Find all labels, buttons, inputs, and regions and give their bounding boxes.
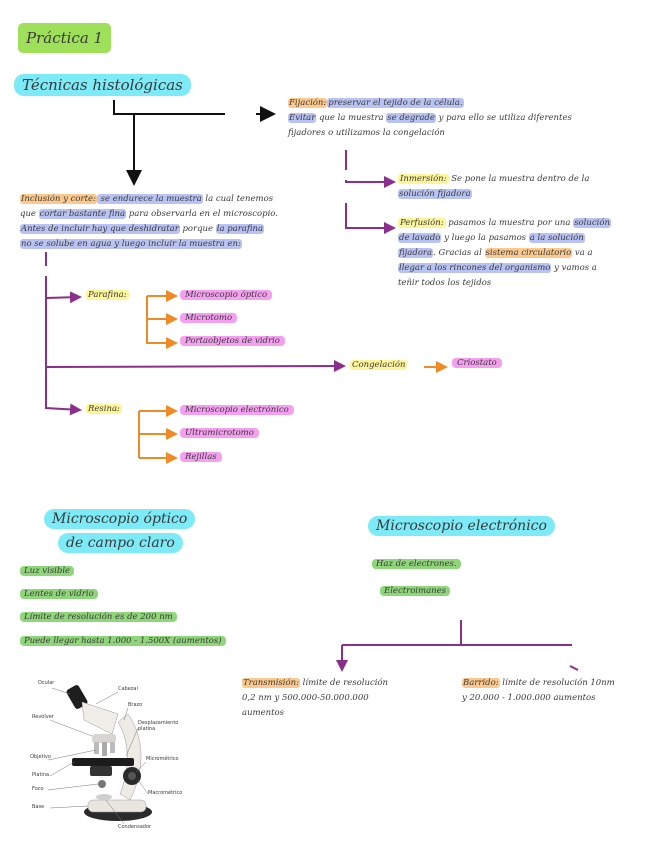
- label-cabezal: Cabezal: [118, 686, 138, 692]
- optico-item: Puede llegar hasta 1.000 - 1.500X (aumen…: [20, 634, 226, 649]
- arrow-to-inmersion: [345, 176, 396, 188]
- heading-connector: [113, 100, 225, 115]
- transmision-note: Transmisión: límite de resolución 0,2 nm…: [242, 678, 389, 718]
- label-base: Base: [32, 804, 45, 810]
- perfusion-note: Perfusión: pasamos la muestra por una so…: [398, 218, 611, 288]
- label-brazo: Brazo: [128, 702, 143, 708]
- parafina-label: Parafina:: [86, 290, 129, 300]
- resina-item: Rejillas: [180, 450, 222, 465]
- label-macrometrico: Macrométrico: [148, 790, 183, 796]
- optico-item: Luz visible: [20, 564, 75, 579]
- optico-title: Microscopio óptico: [44, 509, 196, 529]
- barrido-note: Barrido: límite de resolución 10nm y 20.…: [462, 678, 615, 703]
- electronico-item: Haz de electrones.: [372, 557, 461, 572]
- optico-item: Límite de resolución es de 200 nm: [20, 610, 177, 625]
- label-condensador: Condensador: [118, 824, 152, 830]
- inmersion-note: Inmersión: Se pone la muestra dentro de …: [398, 174, 590, 199]
- parafina-item: Microtomo: [180, 311, 238, 326]
- resina-item: Ultramicrotomo: [180, 426, 259, 441]
- electronico-item: Electroimanes: [380, 584, 451, 599]
- label-platina: Platina: [32, 772, 50, 778]
- arrow-to-parafina: [45, 291, 82, 304]
- inclusion-note: Inclusión y corte: se endurece la muestr…: [20, 194, 278, 249]
- label-foco: Foco: [32, 786, 44, 792]
- label-objetivo: Objetivo: [30, 754, 51, 760]
- arrow-to-congelacion: [45, 360, 346, 373]
- optico-item: Lentes de vidrio: [20, 587, 98, 602]
- microscope-illustration: Ocular Cabezal Brazo Revólver Desplazami…: [26, 676, 198, 836]
- resina-label: Resina:: [86, 404, 122, 414]
- microscope-drawing: [47, 685, 152, 825]
- optico-subtitle: de campo claro: [58, 533, 183, 553]
- arrow-to-barrido: [569, 665, 579, 671]
- section-heading: Técnicas histológicas: [14, 74, 191, 96]
- label-revolver: Revólver: [32, 714, 54, 720]
- label-micrometrico: Micrométrico: [146, 756, 179, 762]
- fijacion-note: Fijación:preservar el tejido de la célul…: [288, 98, 572, 138]
- parafina-item: Microscopio óptico: [180, 288, 273, 303]
- criostato-item: Criostato: [452, 356, 502, 371]
- electronico-title: Microscopio electrónico: [368, 516, 555, 536]
- page-title: Práctica 1: [18, 23, 112, 53]
- parafina-item: Portaobjetos de vidrio: [180, 334, 285, 349]
- label-ocular: Ocular: [38, 680, 55, 686]
- arrow-to-perfusion: [345, 203, 396, 234]
- congelacion-label: Congelación: [350, 360, 408, 370]
- resina-item: Microscopio electrónico: [180, 403, 294, 418]
- label-desplazamiento: Desplazamiento platina: [138, 720, 179, 732]
- inclusion-trunk: [45, 276, 82, 416]
